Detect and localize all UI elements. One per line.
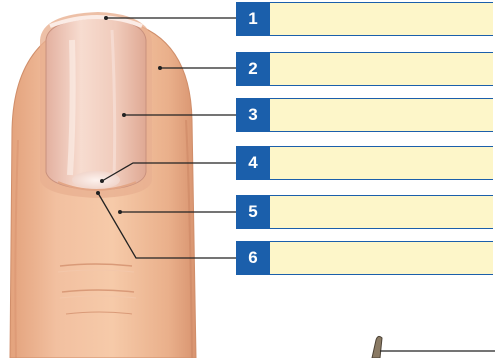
label-number-1: 1 [236,2,270,36]
label-row-6: 6 [236,241,495,275]
label-row-5: 5 [236,195,495,229]
lunula [72,171,120,189]
label-row-3: 3 [236,98,495,132]
partial-illustration [372,336,382,358]
label-number-6: 6 [236,241,270,275]
label-number-3: 3 [236,98,270,132]
answer-field-4[interactable] [270,146,493,180]
label-number-5: 5 [236,195,270,229]
answer-field-2[interactable] [270,52,493,86]
answer-field-6[interactable] [270,241,493,275]
label-row-1: 1 [236,2,495,36]
label-row-4: 4 [236,146,495,180]
answer-field-1[interactable] [270,2,493,36]
label-row-2: 2 [236,52,495,86]
answer-field-5[interactable] [270,195,493,229]
answer-field-3[interactable] [270,98,493,132]
label-number-4: 4 [236,146,270,180]
label-number-2: 2 [236,52,270,86]
